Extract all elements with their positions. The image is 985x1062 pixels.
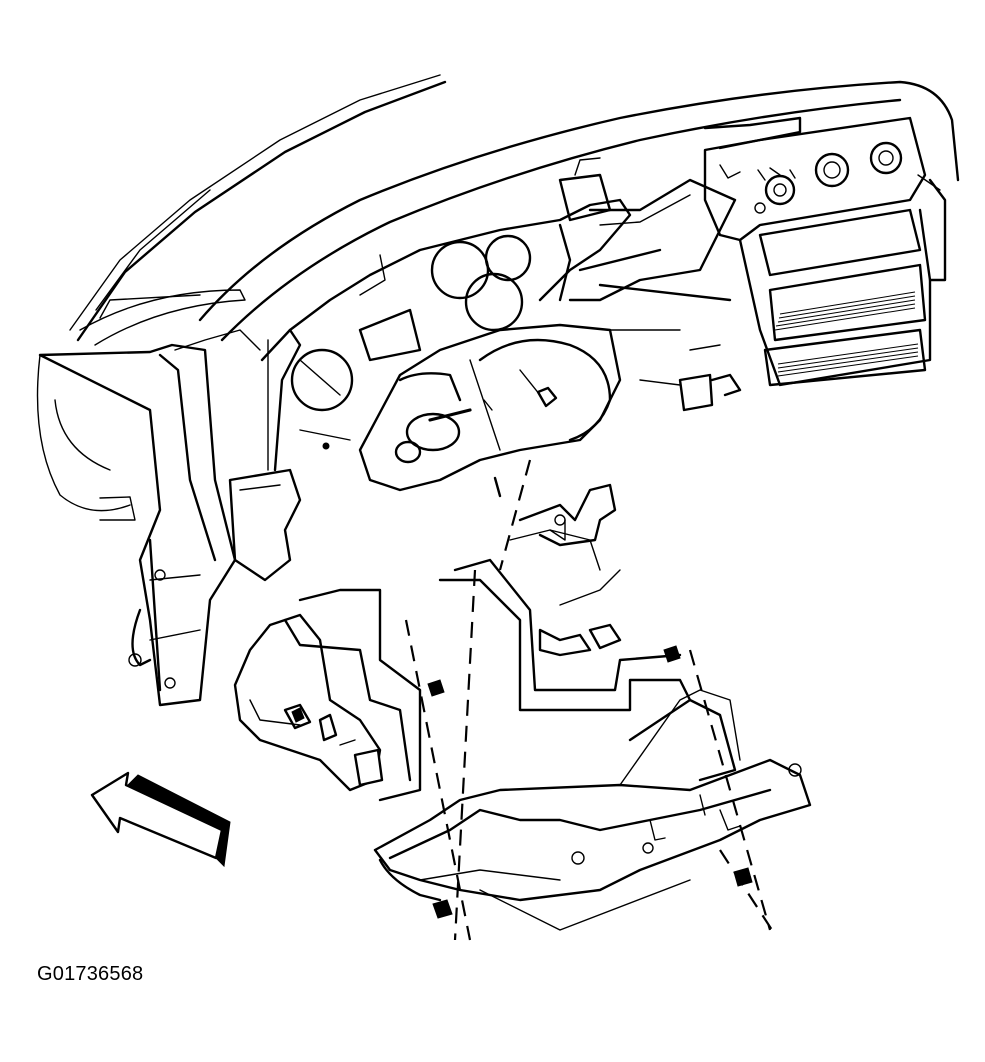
side-brace bbox=[228, 328, 302, 582]
arrow-up-left-icon bbox=[90, 771, 231, 868]
figure-id-label: G01736568 bbox=[37, 963, 144, 985]
lower-left-bracket bbox=[233, 613, 384, 792]
instrument-cluster bbox=[288, 157, 632, 450]
exploded-conduit bbox=[283, 529, 692, 802]
left-end-panel bbox=[36, 289, 261, 707]
alignment-lines bbox=[404, 459, 773, 941]
center-stack bbox=[639, 116, 947, 412]
fasteners bbox=[291, 645, 753, 919]
steering-column-support bbox=[358, 323, 622, 547]
duct-tube bbox=[568, 178, 737, 331]
knee-bolster bbox=[373, 689, 812, 931]
dash-top-edge bbox=[69, 74, 960, 342]
